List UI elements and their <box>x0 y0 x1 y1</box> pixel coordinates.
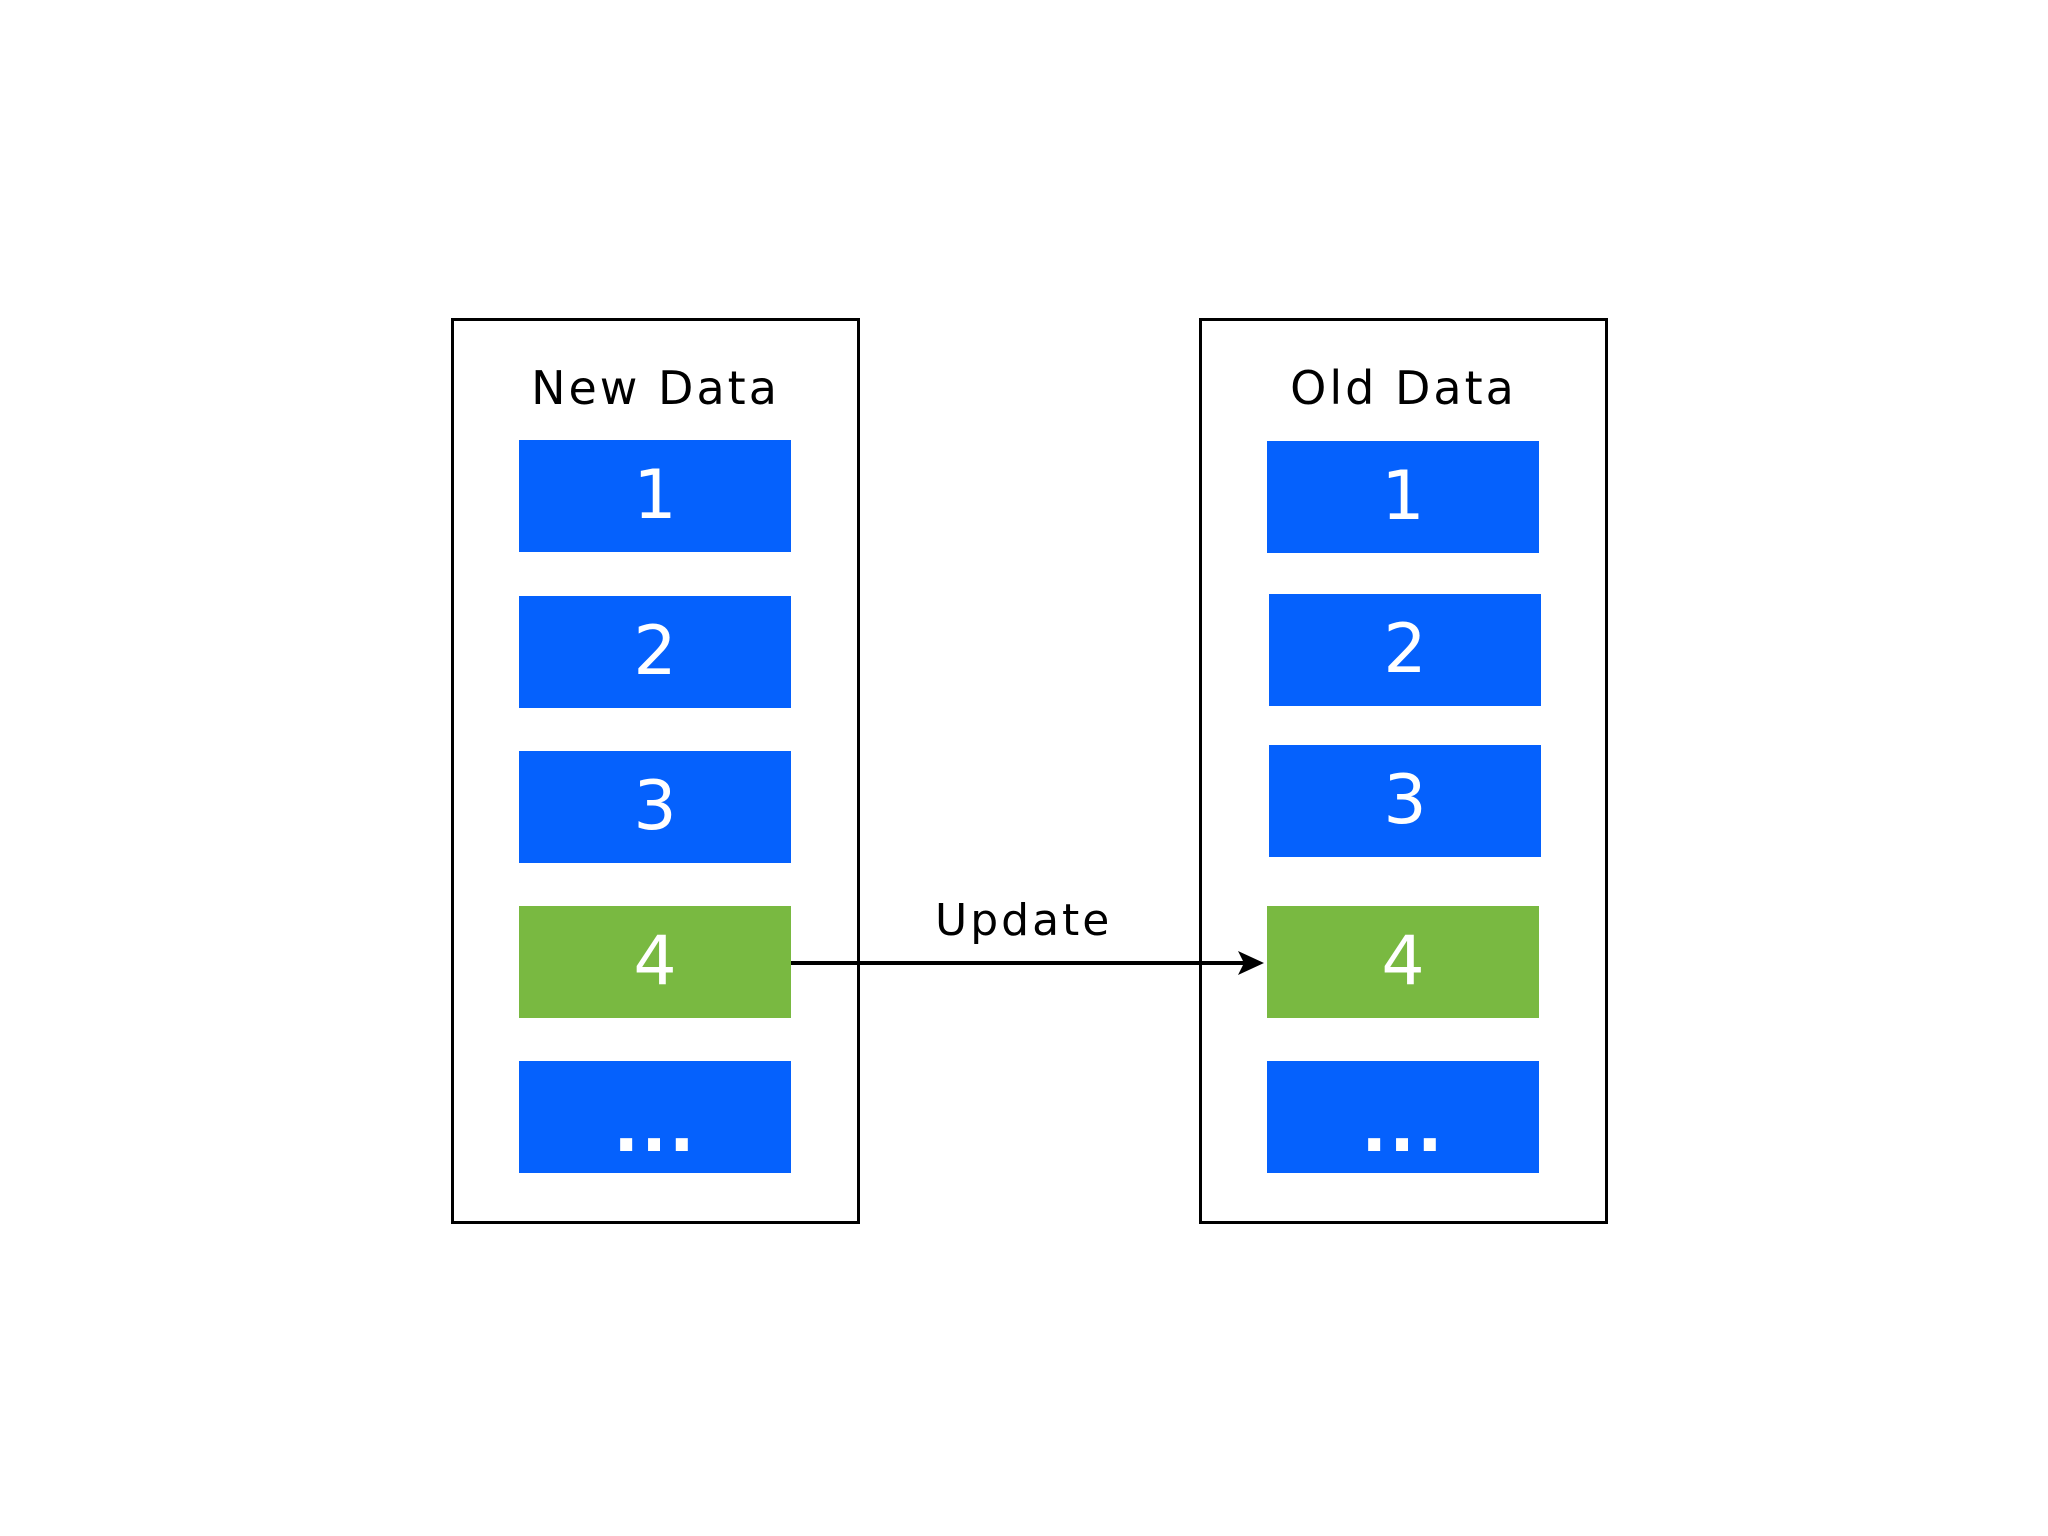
new-data-item-4-highlighted: 4 <box>519 906 791 1018</box>
old-data-item-2-label: 2 <box>1383 610 1427 689</box>
new-data-item-more-label: ... <box>613 1089 697 1168</box>
new-data-item-3-label: 3 <box>633 767 677 846</box>
old-data-title: Old Data <box>1290 361 1517 415</box>
new-data-item-2-label: 2 <box>633 612 677 691</box>
old-data-item-2: 2 <box>1269 594 1541 706</box>
new-data-item-1: 1 <box>519 440 791 552</box>
new-data-item-1-label: 1 <box>633 456 677 535</box>
new-data-item-3: 3 <box>519 751 791 863</box>
old-data-item-more-label: ... <box>1361 1089 1445 1168</box>
new-data-item-4-label: 4 <box>633 922 677 1001</box>
new-data-item-2: 2 <box>519 596 791 708</box>
update-label: Update <box>935 895 1113 946</box>
old-data-item-more: ... <box>1267 1061 1539 1173</box>
old-data-item-1: 1 <box>1267 441 1539 553</box>
old-data-item-4-label: 4 <box>1381 922 1425 1001</box>
old-data-item-4-highlighted: 4 <box>1267 906 1539 1018</box>
new-data-item-more: ... <box>519 1061 791 1173</box>
old-data-item-3-label: 3 <box>1383 761 1427 840</box>
new-data-title: New Data <box>531 361 780 415</box>
old-data-item-1-label: 1 <box>1381 457 1425 536</box>
old-data-item-3: 3 <box>1269 745 1541 857</box>
